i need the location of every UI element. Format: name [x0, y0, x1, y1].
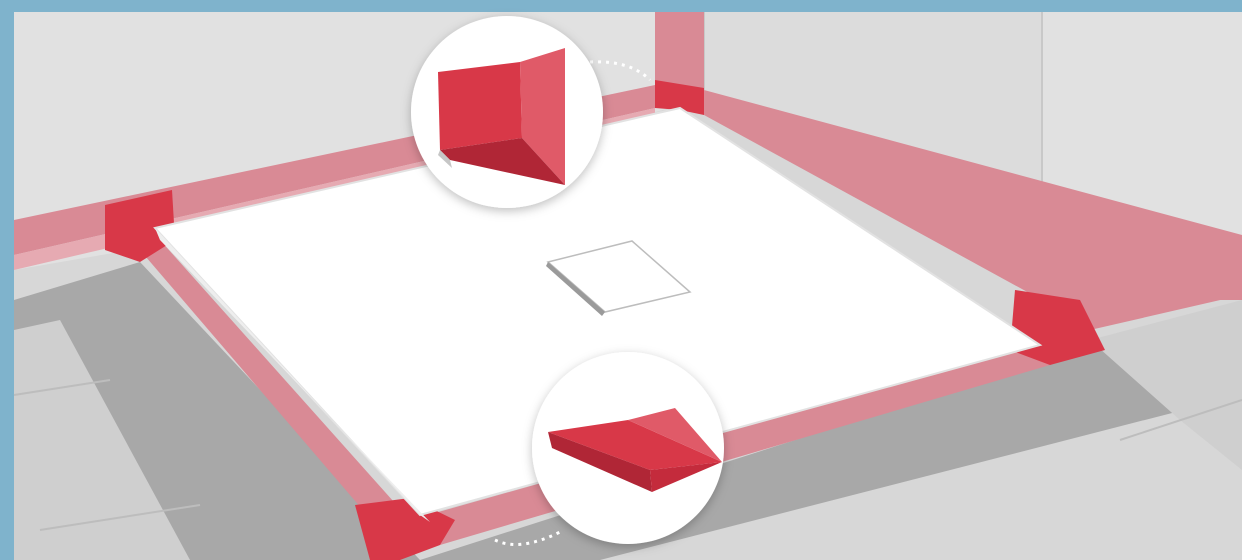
drain-icon [546, 240, 692, 316]
scene [13, 12, 1242, 560]
seal-tape-right-far [1042, 250, 1242, 330]
seal-tape-left-edge [140, 240, 410, 530]
tile-line [1119, 399, 1242, 441]
tile-line [39, 504, 201, 531]
outer-corner-piece-icon [548, 408, 722, 492]
corner-seal-back [655, 80, 704, 115]
seal-tape-right-wall [704, 90, 1242, 300]
corner-seal-left [105, 190, 175, 262]
tile-line [13, 379, 111, 396]
inner-corner-piece-icon [438, 48, 565, 185]
floor-tile-left [14, 320, 190, 560]
corner-seal-front [355, 498, 455, 560]
seal-tape-vertical-corner [655, 12, 704, 90]
floor-tile-right [1090, 300, 1242, 470]
